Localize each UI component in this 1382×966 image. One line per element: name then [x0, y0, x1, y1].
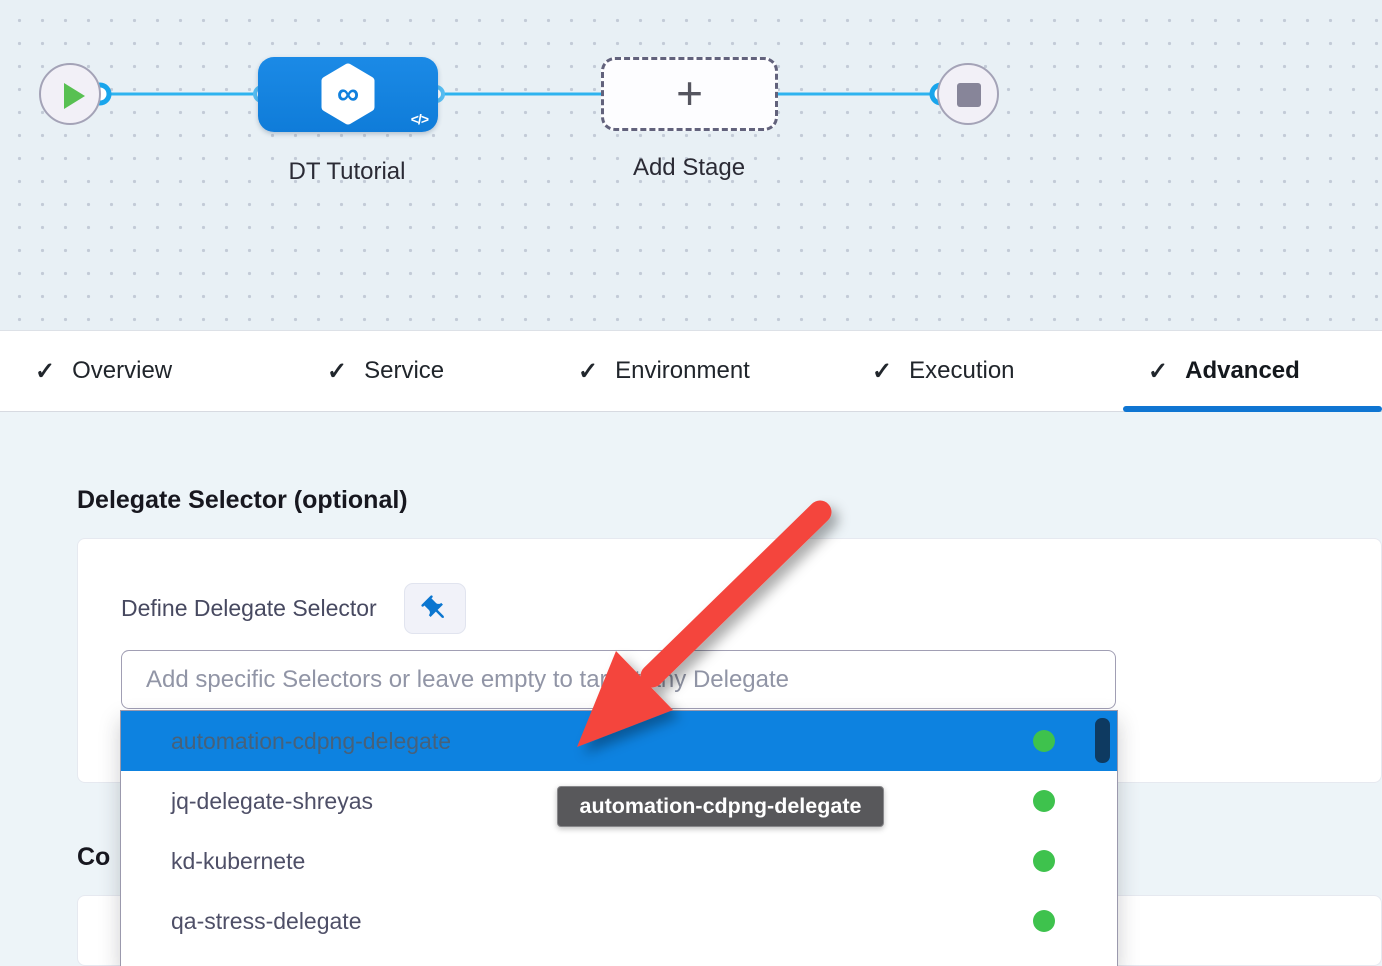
check-icon: ✓ [35, 357, 56, 385]
pipeline-canvas[interactable]: ∞ </> DT Tutorial + Add Stage [0, 0, 1382, 330]
tab-service[interactable]: ✓ Service [327, 331, 444, 411]
tab-label: Overview [72, 357, 173, 384]
tab-label: Service [364, 357, 445, 384]
define-delegate-selector-label: Define Delegate Selector [121, 595, 377, 621]
tab-advanced[interactable]: ✓ Advanced [1148, 331, 1300, 411]
dropdown-scrollbar-thumb[interactable] [1095, 718, 1110, 763]
pin-button[interactable] [403, 583, 466, 634]
check-icon: ✓ [578, 357, 599, 385]
tab-label: Advanced [1185, 357, 1300, 384]
delegate-selector-input[interactable] [121, 650, 1116, 709]
tab-environment[interactable]: ✓ Environment [578, 331, 750, 411]
tab-execution[interactable]: ✓ Execution [872, 331, 1015, 411]
dropdown-item-label: jq-delegate-shreyas [171, 787, 374, 814]
check-icon: ✓ [872, 357, 893, 385]
delegate-status-dot [1033, 850, 1055, 872]
delegate-tooltip: automation-cdpng-delegate [557, 786, 884, 827]
dropdown-item[interactable]: automation-cdpng-delegate [121, 711, 1117, 771]
check-icon: ✓ [1148, 357, 1169, 385]
dropdown-item-label: kd-kubernete [171, 847, 306, 874]
pin-icon [421, 594, 444, 618]
dropdown-item[interactable]: kd-kubernete [121, 831, 1117, 891]
delegate-dropdown-list: automation-cdpng-delegate jq-delegate-sh… [120, 710, 1118, 966]
active-tab-underline [1123, 406, 1382, 412]
infinity-icon: ∞ [336, 76, 360, 111]
tab-label: Environment [615, 357, 750, 384]
next-section-heading: Co [77, 843, 111, 871]
code-icon: </> [410, 111, 429, 127]
dropdown-item-label: automation-cdpng-delegate [171, 727, 452, 754]
harness-stage-icon: ∞ [316, 61, 380, 127]
delegate-status-dot [1033, 910, 1055, 932]
dropdown-item-label: qa-stress-delegate [171, 907, 362, 934]
dropdown-item[interactable]: qa-stress-delegate [121, 891, 1117, 951]
add-stage-label: Add Stage [632, 154, 746, 181]
stage-tab-bar: ✓ Overview ✓ Service ✓ Environment ✓ Exe… [0, 330, 1382, 412]
delegate-status-dot [1033, 790, 1055, 812]
check-icon: ✓ [327, 357, 348, 385]
add-stage-button[interactable]: + [601, 57, 778, 131]
pipeline-start-node [39, 63, 101, 125]
delegate-selector-heading: Delegate Selector (optional) [77, 486, 408, 514]
tab-overview[interactable]: ✓ Overview [35, 331, 172, 411]
dropdown-item[interactable]: jq-delegate-shreyas [121, 771, 1117, 831]
stop-icon [957, 83, 981, 107]
play-icon [64, 83, 85, 109]
stage-node-label: DT Tutorial [288, 158, 406, 185]
delegate-status-dot [1033, 730, 1055, 752]
tab-label: Execution [909, 357, 1015, 384]
pipeline-end-node [937, 63, 999, 125]
stage-node-dt-tutorial[interactable]: ∞ </> [258, 57, 438, 132]
